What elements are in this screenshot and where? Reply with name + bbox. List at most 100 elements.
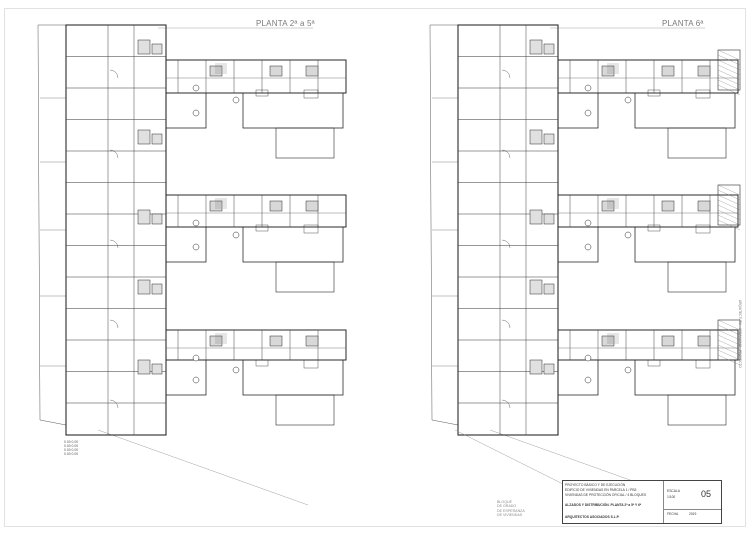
stair-marker xyxy=(584,84,592,92)
bathroom xyxy=(529,129,543,145)
hatch-line xyxy=(717,54,741,66)
hatch-line xyxy=(717,69,741,81)
west-block xyxy=(457,24,559,436)
bathroom xyxy=(151,213,163,225)
wing-block xyxy=(634,92,736,129)
hatch-line xyxy=(717,199,741,211)
west-block xyxy=(65,24,167,436)
plan-left-title: PLANTA 2ª a 5ª xyxy=(256,19,315,28)
hatch-line xyxy=(717,84,741,96)
wing-block xyxy=(557,329,739,361)
bathroom xyxy=(529,359,543,375)
bathroom xyxy=(697,200,711,212)
bathroom xyxy=(151,283,163,295)
scale-value: 1/100 xyxy=(667,495,676,499)
hatch-line xyxy=(717,49,741,61)
door-swing xyxy=(501,69,511,79)
bathroom xyxy=(269,65,283,77)
stair-marker xyxy=(584,219,592,227)
wing-block xyxy=(242,92,344,129)
bathroom xyxy=(697,65,711,77)
stair-marker xyxy=(192,109,200,117)
furniture-table xyxy=(255,359,269,367)
wing-block xyxy=(557,359,599,396)
bathroom xyxy=(543,133,555,145)
bathroom xyxy=(305,65,319,77)
bathroom xyxy=(543,43,555,55)
stair-marker xyxy=(192,354,200,362)
hatch-line xyxy=(717,319,741,331)
client-note-line: DE GRADO xyxy=(497,504,517,509)
wing-block xyxy=(634,359,736,396)
hatch-line xyxy=(717,214,741,226)
furniture-table xyxy=(255,89,269,97)
hatch-line xyxy=(717,79,741,91)
hatch-line xyxy=(717,184,741,196)
bathroom xyxy=(269,200,283,212)
wing-block xyxy=(165,359,207,396)
site-edge xyxy=(97,429,309,506)
furniture-table xyxy=(647,89,661,97)
legend-line: 0.00 0.00 xyxy=(64,440,79,444)
bathroom xyxy=(151,133,163,145)
door-swing xyxy=(501,319,511,329)
drawing-name: ALZADOS Y DISTRIBUCIÓN. PLANTA 2ª a 5ª Y… xyxy=(565,503,642,507)
client-note-line: DE VIVIENDAS xyxy=(497,513,523,518)
hatch-line xyxy=(717,64,741,76)
hatch-line xyxy=(717,344,741,356)
hatch-line xyxy=(717,339,741,351)
bathroom xyxy=(529,39,543,55)
bathroom xyxy=(697,335,711,347)
bathroom xyxy=(137,209,151,225)
terrace xyxy=(667,261,727,293)
terrace xyxy=(275,261,335,293)
stair-marker xyxy=(232,366,240,374)
door-swing xyxy=(109,239,119,249)
client-note-line: DE ESPERANZA xyxy=(497,508,525,513)
wing-block xyxy=(165,329,347,361)
stair-marker xyxy=(232,231,240,239)
furniture-bed xyxy=(303,359,319,369)
stair-marker xyxy=(584,376,592,384)
stair-marker xyxy=(584,243,592,251)
furniture-bed xyxy=(303,224,319,234)
bathroom xyxy=(137,359,151,375)
furniture-bed xyxy=(303,89,319,99)
door-swing xyxy=(109,69,119,79)
door-swing xyxy=(109,399,119,409)
site-boundary xyxy=(37,24,41,421)
site-boundary xyxy=(431,419,459,426)
bathroom xyxy=(661,200,675,212)
furniture-bed xyxy=(695,89,711,99)
hatch-line xyxy=(717,329,741,341)
bathroom xyxy=(137,39,151,55)
terrace xyxy=(275,394,335,426)
bathroom xyxy=(529,279,543,295)
title-block-divider xyxy=(663,481,664,523)
plan-right xyxy=(429,24,741,506)
door-swing xyxy=(501,239,511,249)
bathroom xyxy=(305,200,319,212)
wing-block xyxy=(165,226,207,263)
bathroom xyxy=(543,363,555,375)
hatch-line xyxy=(717,349,741,361)
furniture-table xyxy=(647,359,661,367)
hatch-line xyxy=(717,334,741,346)
furniture-bed xyxy=(695,359,711,369)
furniture-bed xyxy=(695,224,711,234)
date-label: FECHA xyxy=(667,512,679,516)
stair-marker xyxy=(624,231,632,239)
hatch-line xyxy=(717,324,741,336)
stair-marker xyxy=(584,354,592,362)
hatch-line xyxy=(717,354,741,366)
site-boundary xyxy=(429,24,433,421)
stair-marker xyxy=(192,84,200,92)
terrace xyxy=(275,127,335,159)
bathroom xyxy=(151,363,163,375)
site-boundary xyxy=(39,419,67,426)
bathroom xyxy=(543,283,555,295)
stair-marker xyxy=(192,376,200,384)
stair-marker xyxy=(232,96,240,104)
